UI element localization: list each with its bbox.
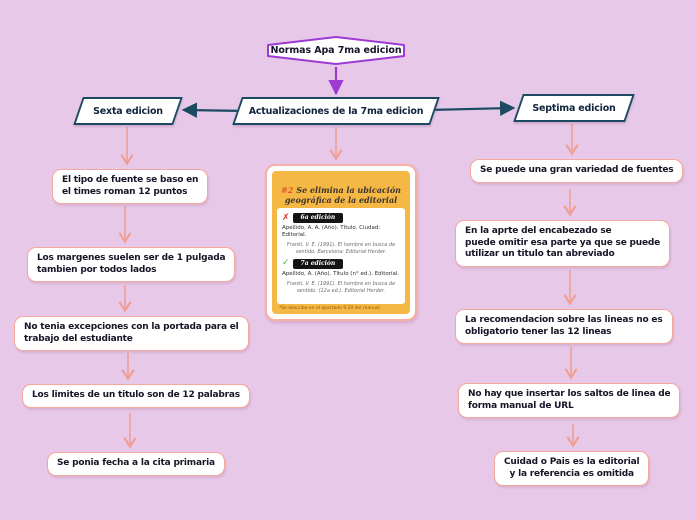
root-node[interactable]: Normas Apa 7ma edicion	[266, 35, 406, 66]
check-icon: ✓	[282, 258, 290, 269]
note-right-3[interactable]: La recomendacion sobre las lineas no es …	[455, 309, 673, 345]
branch-label: Sexta edicion	[93, 105, 163, 117]
card-heading-title: Se elimina la ubicación geográfica de la…	[284, 185, 401, 205]
citation-example-7a: Frankl, V. E. (1991). El hombre en busca…	[286, 280, 396, 294]
note-right-1[interactable]: Se puede una gran variedad de fuentes	[470, 159, 684, 183]
note-right-5[interactable]: Cuidad o Pais es la editorial y la refer…	[494, 451, 650, 487]
citation-format-7a: Apellido, A. (Año). Título (n° ed.). Edi…	[282, 270, 400, 277]
note-left-2[interactable]: Los margenes suelen ser de 1 pulgada tam…	[27, 247, 236, 283]
branch-sexta-edicion[interactable]: Sexta edicion	[78, 97, 178, 125]
note-left-1[interactable]: El tipo de fuente se baso en el times ro…	[52, 169, 209, 205]
note-left-5[interactable]: Se ponia fecha a la cita primaria	[47, 452, 225, 476]
hexagon-shape-icon	[267, 36, 405, 65]
cross-icon: ✗	[282, 212, 290, 223]
note-right-2[interactable]: En la aprte del encabezado se puede omit…	[455, 220, 671, 268]
note-right-4[interactable]: No hay que insertar los saltos de linea …	[458, 383, 681, 419]
citation-format-6a: Apellido, A. A. (Año). Título. Ciudad: E…	[282, 225, 381, 239]
edition-badge-7a: 7a edición	[292, 258, 344, 269]
edition-row-7a: ✓ 7a edición	[282, 258, 400, 269]
card-footnote: *Se describe en el apartado 9.29 del man…	[279, 306, 380, 311]
branch-label: Septima edicion	[532, 102, 616, 114]
root-node-label: Normas Apa 7ma edicion	[270, 45, 402, 56]
edition-badge-6a: 6a edición	[292, 213, 344, 223]
note-left-4[interactable]: Los limites de un titulo son de 12 palab…	[22, 384, 250, 408]
hub-node-label: Actualizaciones de la 7ma edicion	[248, 105, 424, 117]
hub-node[interactable]: Actualizaciones de la 7ma edicion	[237, 97, 435, 125]
citation-example-6a: Frankl, V. E. (1991). El hombre en busca…	[286, 242, 396, 256]
branch-septima-edicion[interactable]: Septima edicion	[518, 94, 630, 122]
card-heading-number: #2	[281, 185, 294, 195]
edition-row-6a: ✗ 6a edición	[282, 213, 400, 223]
note-left-3[interactable]: No tenia excepciones con la portada para…	[14, 316, 249, 352]
citation-box: ✗ 6a edición Apellido, A. A. (Año). Títu…	[277, 208, 405, 304]
